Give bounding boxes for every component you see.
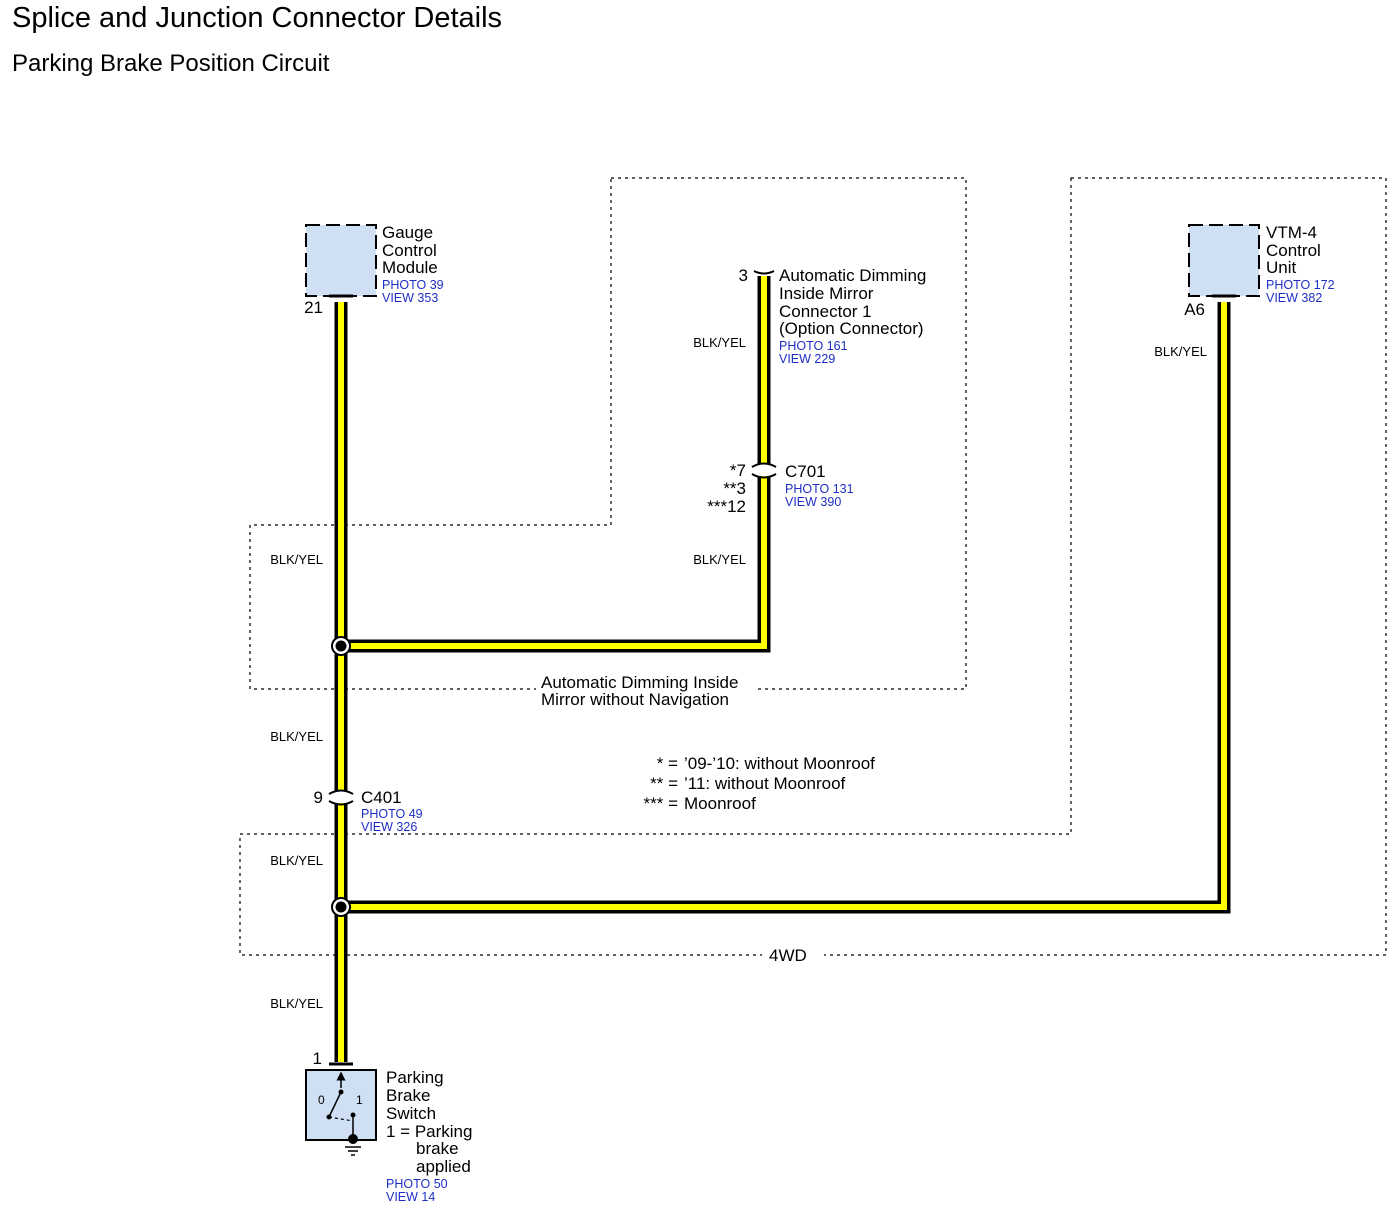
wire-label-vtm: BLK/YEL	[1154, 344, 1207, 359]
gauge-photo-link[interactable]: PHOTO 39	[382, 278, 444, 292]
note-text-3: Moonroof	[684, 794, 756, 813]
switch-photo-link[interactable]: PHOTO 50	[386, 1177, 448, 1191]
c401-name: C401	[361, 788, 402, 807]
c701-view-link[interactable]: VIEW 390	[785, 495, 841, 509]
vtm-name-line-2: Control	[1266, 241, 1321, 260]
splice-point-upper	[331, 636, 351, 656]
parking-brake-switch	[305, 1062, 377, 1156]
c701-pin-2: **3	[723, 479, 746, 498]
switch-name-line-3: Switch	[386, 1104, 436, 1123]
switch-position-off: 0	[318, 1093, 325, 1107]
mirror-name-line-4: (Option Connector)	[779, 319, 924, 338]
c401-connector-symbol	[328, 789, 354, 806]
wire-mirror-branch	[341, 276, 771, 653]
mirror-name-line-3: Connector 1	[779, 302, 872, 321]
wire-label-mirror-lower: BLK/YEL	[693, 552, 746, 567]
note-text-1: ’09-’10: without Moonroof	[684, 754, 875, 773]
c701-pin-1: *7	[730, 461, 746, 480]
gauge-name-line-1: Gauge	[382, 223, 433, 242]
c401-photo-link[interactable]: PHOTO 49	[361, 807, 423, 821]
switch-pin: 1	[313, 1049, 322, 1068]
wire-label-main-4: BLK/YEL	[270, 996, 323, 1011]
switch-desc-line-1: 1 = Parking	[386, 1122, 472, 1141]
switch-desc-line-2: brake	[416, 1139, 459, 1158]
c401-pin: 9	[314, 788, 323, 807]
switch-name-line-2: Brake	[386, 1086, 430, 1105]
mirror-view-link[interactable]: VIEW 229	[779, 352, 835, 366]
mirror-connector-terminal	[753, 270, 775, 275]
fourwd-option-frame	[239, 177, 1387, 956]
mirror-pin: 3	[739, 266, 748, 285]
gauge-pin: 21	[304, 298, 323, 317]
switch-desc-line-3: applied	[416, 1157, 471, 1176]
vtm-photo-link[interactable]: PHOTO 172	[1266, 278, 1335, 292]
c701-connector-symbol	[751, 462, 777, 479]
switch-name-line-1: Parking	[386, 1068, 444, 1087]
c701-pin-3: ***12	[707, 497, 746, 516]
vtm-4-control-unit	[1188, 224, 1260, 298]
wire-label-main-1: BLK/YEL	[270, 552, 323, 567]
page-subtitle: Parking Brake Position Circuit	[12, 50, 330, 77]
splice-point-lower	[331, 897, 351, 917]
vtm-name-line-3: Unit	[1266, 258, 1297, 277]
mirror-option-frame	[249, 177, 967, 690]
c701-photo-link[interactable]: PHOTO 131	[785, 482, 854, 496]
mirror-photo-link[interactable]: PHOTO 161	[779, 339, 848, 353]
mirror-frame-caption-line-1: Automatic Dimming Inside	[541, 673, 738, 692]
note-symbol-3: *** =	[644, 794, 679, 813]
note-symbol-2: ** =	[650, 774, 678, 793]
fourwd-frame-caption: 4WD	[769, 946, 807, 965]
gauge-control-module	[305, 224, 377, 298]
note-symbol-1: * =	[657, 754, 678, 773]
note-text-2: ’11: without Moonroof	[684, 774, 846, 793]
vtm-view-link[interactable]: VIEW 382	[1266, 291, 1322, 305]
switch-position-on: 1	[356, 1093, 363, 1107]
vtm-pin: A6	[1184, 300, 1205, 319]
page-title: Splice and Junction Connector Details	[12, 2, 503, 34]
gauge-name-line-3: Module	[382, 258, 438, 277]
wire-vtm-branch	[341, 302, 1231, 914]
wire-label-mirror-upper: BLK/YEL	[693, 335, 746, 350]
mirror-name-line-1: Automatic Dimming	[779, 266, 926, 285]
gauge-name-line-2: Control	[382, 241, 437, 260]
vtm-name-line-1: VTM-4	[1266, 223, 1317, 242]
mirror-frame-caption-line-2: Mirror without Navigation	[541, 690, 729, 709]
wire-label-main-2: BLK/YEL	[270, 729, 323, 744]
mirror-name-line-2: Inside Mirror	[779, 284, 874, 303]
wire-label-main-3: BLK/YEL	[270, 853, 323, 868]
c701-name: C701	[785, 462, 826, 481]
gauge-view-link[interactable]: VIEW 353	[382, 291, 438, 305]
switch-view-link[interactable]: VIEW 14	[386, 1190, 435, 1204]
c401-view-link[interactable]: VIEW 326	[361, 820, 417, 834]
